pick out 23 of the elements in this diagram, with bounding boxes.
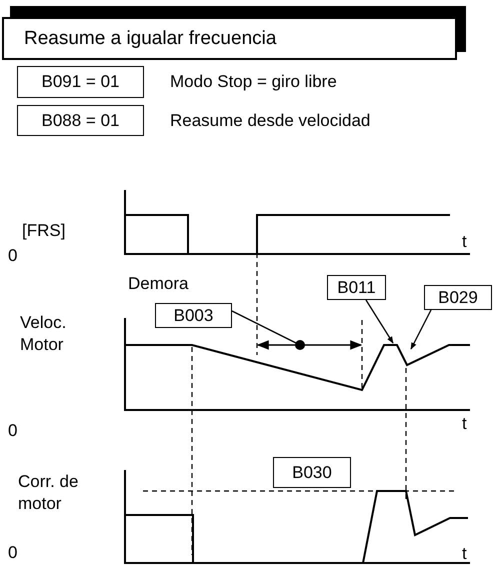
description-text: Reasume desde velocidad [170,111,370,131]
arrow [410,310,432,350]
parameter-box: B030 [273,457,351,488]
axis-label: t [462,544,467,564]
parameter-box: B029 [424,285,492,310]
parameter-box: B003 [155,303,232,328]
axis-label: t [462,232,467,252]
signal-name: Veloc. Motor [20,312,68,356]
axis-value: 0 [8,246,18,266]
description-text: Modo Stop = giro libre [170,72,337,92]
parameter-box: B011 [327,275,386,300]
leader-line [232,310,296,344]
axis-value: 0 [8,421,18,441]
signal-name: Corr. de motor [18,471,80,515]
signal-name: [FRS] [22,221,66,241]
axis-label: t [462,414,467,434]
axis-value: 0 [8,543,18,563]
arrow [365,300,394,344]
dot-marker [295,340,305,350]
annotation-text: Demora [128,274,188,294]
parameter-box: B088 = 01 [17,105,144,136]
parameter-box: B091 = 01 [17,66,144,98]
title-banner: Reasume a igualar frecuencia [2,17,457,60]
